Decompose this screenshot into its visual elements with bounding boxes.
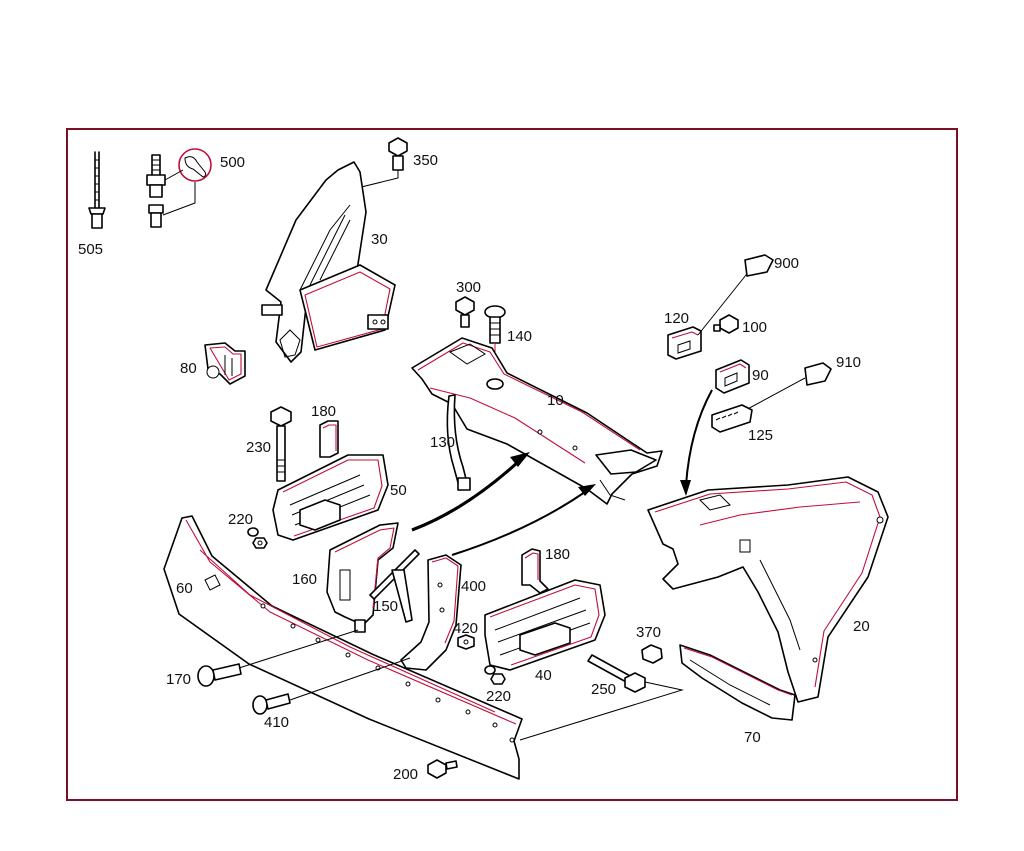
- callout-140: 140: [507, 328, 532, 345]
- callout-90: 90: [752, 367, 769, 384]
- part-220-nut-lower: [484, 665, 506, 685]
- part-80-clip: [204, 342, 246, 385]
- part-70-lower-bar: [679, 644, 796, 721]
- part-125-clip: [711, 404, 753, 433]
- callout-505: 505: [78, 241, 103, 258]
- callout-200: 200: [393, 766, 418, 783]
- callout-125: 125: [748, 427, 773, 444]
- callout-50: 50: [390, 482, 407, 499]
- part-90-clip: [715, 359, 750, 394]
- callout-130: 130: [430, 434, 455, 451]
- callout-370: 370: [636, 624, 661, 641]
- part-60-bumper-bar: [163, 515, 523, 780]
- part-130-strut: [446, 394, 471, 491]
- callout-70: 70: [744, 729, 761, 746]
- part-180-bracket-lower: [521, 548, 549, 594]
- part-30-bracket: [261, 161, 396, 363]
- callout-900: 900: [774, 255, 799, 272]
- callout-40: 40: [535, 667, 552, 684]
- callout-100: 100: [742, 319, 767, 336]
- part-400-bracket: [400, 554, 462, 671]
- part-250-bolt: [519, 654, 684, 741]
- part-900-tag: [744, 254, 774, 277]
- part-200-bolt: [427, 759, 458, 779]
- part-350-bolt: [344, 137, 408, 192]
- callout-120: 120: [664, 310, 689, 327]
- callout-160: 160: [292, 571, 317, 588]
- part-300-bolt: [455, 296, 475, 328]
- callout-220-upper: 220: [228, 511, 253, 528]
- callout-410: 410: [264, 714, 289, 731]
- callout-350: 350: [413, 152, 438, 169]
- callout-250: 250: [591, 681, 616, 698]
- callout-300: 300: [456, 279, 481, 296]
- callout-80: 80: [180, 360, 197, 377]
- diagram-frame: [66, 128, 958, 801]
- part-505-bolt: [88, 151, 106, 229]
- part-20-front-frame: [647, 476, 889, 703]
- part-120-clip: [667, 269, 751, 360]
- callout-420: 420: [453, 620, 478, 637]
- callout-30: 30: [371, 231, 388, 248]
- part-500-screws: [146, 148, 212, 228]
- part-100-bolt: [713, 314, 739, 334]
- part-220-nut-upper: [247, 527, 268, 549]
- part-370-bolt: [641, 644, 663, 664]
- part-910-tag: [741, 362, 832, 413]
- callout-910: 910: [836, 354, 861, 371]
- part-160-bracket: [326, 522, 399, 633]
- part-180-bracket-upper: [319, 420, 339, 458]
- callout-60: 60: [176, 580, 193, 597]
- part-10-crossmember: [411, 337, 663, 505]
- callout-180-lower: 180: [545, 546, 570, 563]
- callout-labels: 505 500 350 30 300 140 10 80 130 180 230…: [78, 152, 870, 783]
- assembly-arrows: [411, 389, 713, 556]
- callout-20: 20: [853, 618, 870, 635]
- callout-180-upper: 180: [311, 403, 336, 420]
- callout-10: 10: [547, 392, 564, 409]
- part-170-bolt: [197, 629, 359, 687]
- part-410-bolt: [252, 657, 411, 715]
- part-150-strut: [369, 549, 420, 623]
- callout-150: 150: [373, 598, 398, 615]
- part-230-bolt: [270, 406, 292, 482]
- callout-500: 500: [220, 154, 245, 171]
- callout-230: 230: [246, 439, 271, 456]
- callout-400: 400: [461, 578, 486, 595]
- part-420-nut: [457, 634, 475, 650]
- callout-170: 170: [166, 671, 191, 688]
- part-50-bracket: [272, 454, 389, 541]
- part-40-bracket: [484, 579, 606, 671]
- callout-220-lower: 220: [486, 688, 511, 705]
